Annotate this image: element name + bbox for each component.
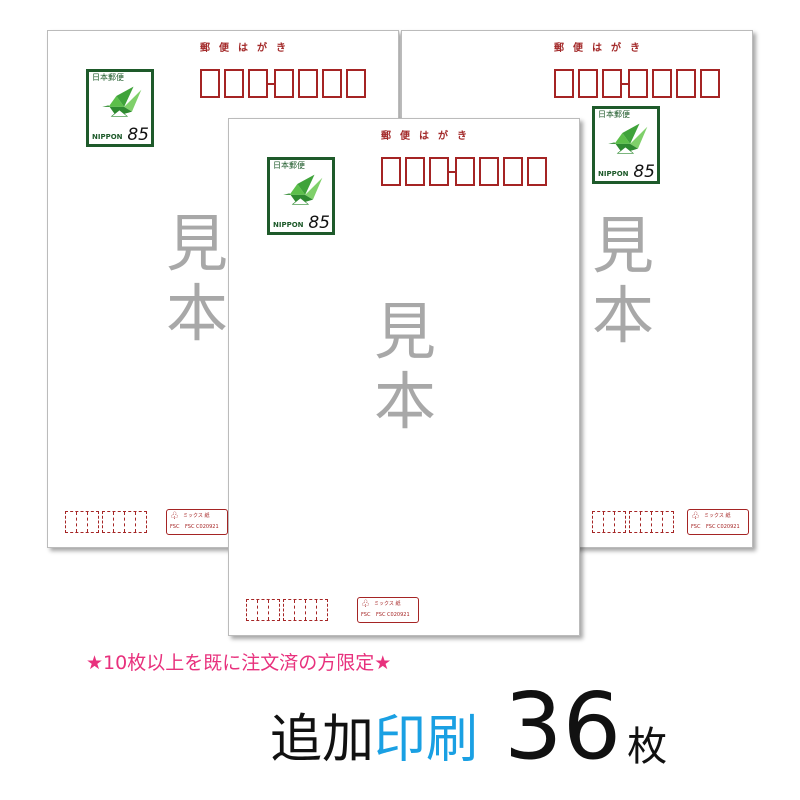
postal-code-boxes <box>381 157 551 186</box>
sample-watermark: 見本 <box>374 295 437 438</box>
bottom-code-boxes <box>246 599 331 621</box>
sample-watermark: 見本 <box>592 209 655 352</box>
bottom-code-boxes <box>65 511 150 533</box>
fsc-logo-text: FSC <box>361 612 371 618</box>
fsc-mark: ♧ ミックス 紙 FSC FSC C020921 <box>687 509 749 535</box>
stamp-title: 日本郵便 <box>598 110 630 119</box>
stamp: 日本郵便 NIPPON 85 <box>86 69 154 147</box>
postcard-label: 郵便はがき <box>554 43 649 54</box>
stamp-title: 日本郵便 <box>92 73 124 82</box>
fsc-logo-text: FSC <box>691 524 701 530</box>
fsc-code: FSC C020921 <box>706 524 740 530</box>
stamp-value: 85 <box>127 125 149 145</box>
fsc-mark: ♧ ミックス 紙 FSC FSC C020921 <box>166 509 228 535</box>
stamp-value: 85 <box>308 213 330 233</box>
stamp: 日本郵便 NIPPON 85 <box>267 157 335 235</box>
stamp: 日本郵便 NIPPON 85 <box>592 106 660 184</box>
origami-crane-icon <box>102 86 142 117</box>
headline: 追加 印刷 36 枚 <box>270 673 668 780</box>
stamp-title: 日本郵便 <box>273 161 305 170</box>
postal-code-boxes <box>554 69 724 98</box>
fsc-code: FSC C020921 <box>185 524 219 530</box>
fsc-tree-icon: ♧ <box>170 511 179 522</box>
sample-watermark: 見本 <box>166 207 229 350</box>
fsc-tree-icon: ♧ <box>361 599 370 610</box>
fsc-tree-icon: ♧ <box>691 511 700 522</box>
postcard-sample-front: 郵便はがき 日本郵便 NIPPON 85 見本 ♧ ミックス 紙 FSC FSC… <box>228 118 580 636</box>
stamp-value: 85 <box>633 162 655 182</box>
fsc-mix-text: ミックス 紙 <box>183 513 210 519</box>
headline-count: 36 <box>504 673 622 780</box>
fsc-mix-text: ミックス 紙 <box>374 601 401 607</box>
notice-text: ★10枚以上を既に注文済の方限定★ <box>86 652 392 674</box>
origami-crane-icon <box>283 174 323 205</box>
bottom-code-boxes <box>592 511 677 533</box>
origami-crane-icon <box>608 123 648 154</box>
postcard-label: 郵便はがき <box>200 43 295 54</box>
postcard-label: 郵便はがき <box>381 131 476 142</box>
fsc-mark: ♧ ミックス 紙 FSC FSC C020921 <box>357 597 419 623</box>
headline-unit: 枚 <box>627 724 668 770</box>
fsc-mix-text: ミックス 紙 <box>704 513 731 519</box>
stamp-country: NIPPON <box>273 221 304 229</box>
headline-printing: 印刷 <box>374 710 479 770</box>
stamp-country: NIPPON <box>598 170 629 178</box>
headline-additional: 追加 <box>270 710 375 770</box>
postal-code-boxes <box>200 69 370 98</box>
fsc-logo-text: FSC <box>170 524 180 530</box>
fsc-code: FSC C020921 <box>376 612 410 618</box>
stamp-country: NIPPON <box>92 133 123 141</box>
